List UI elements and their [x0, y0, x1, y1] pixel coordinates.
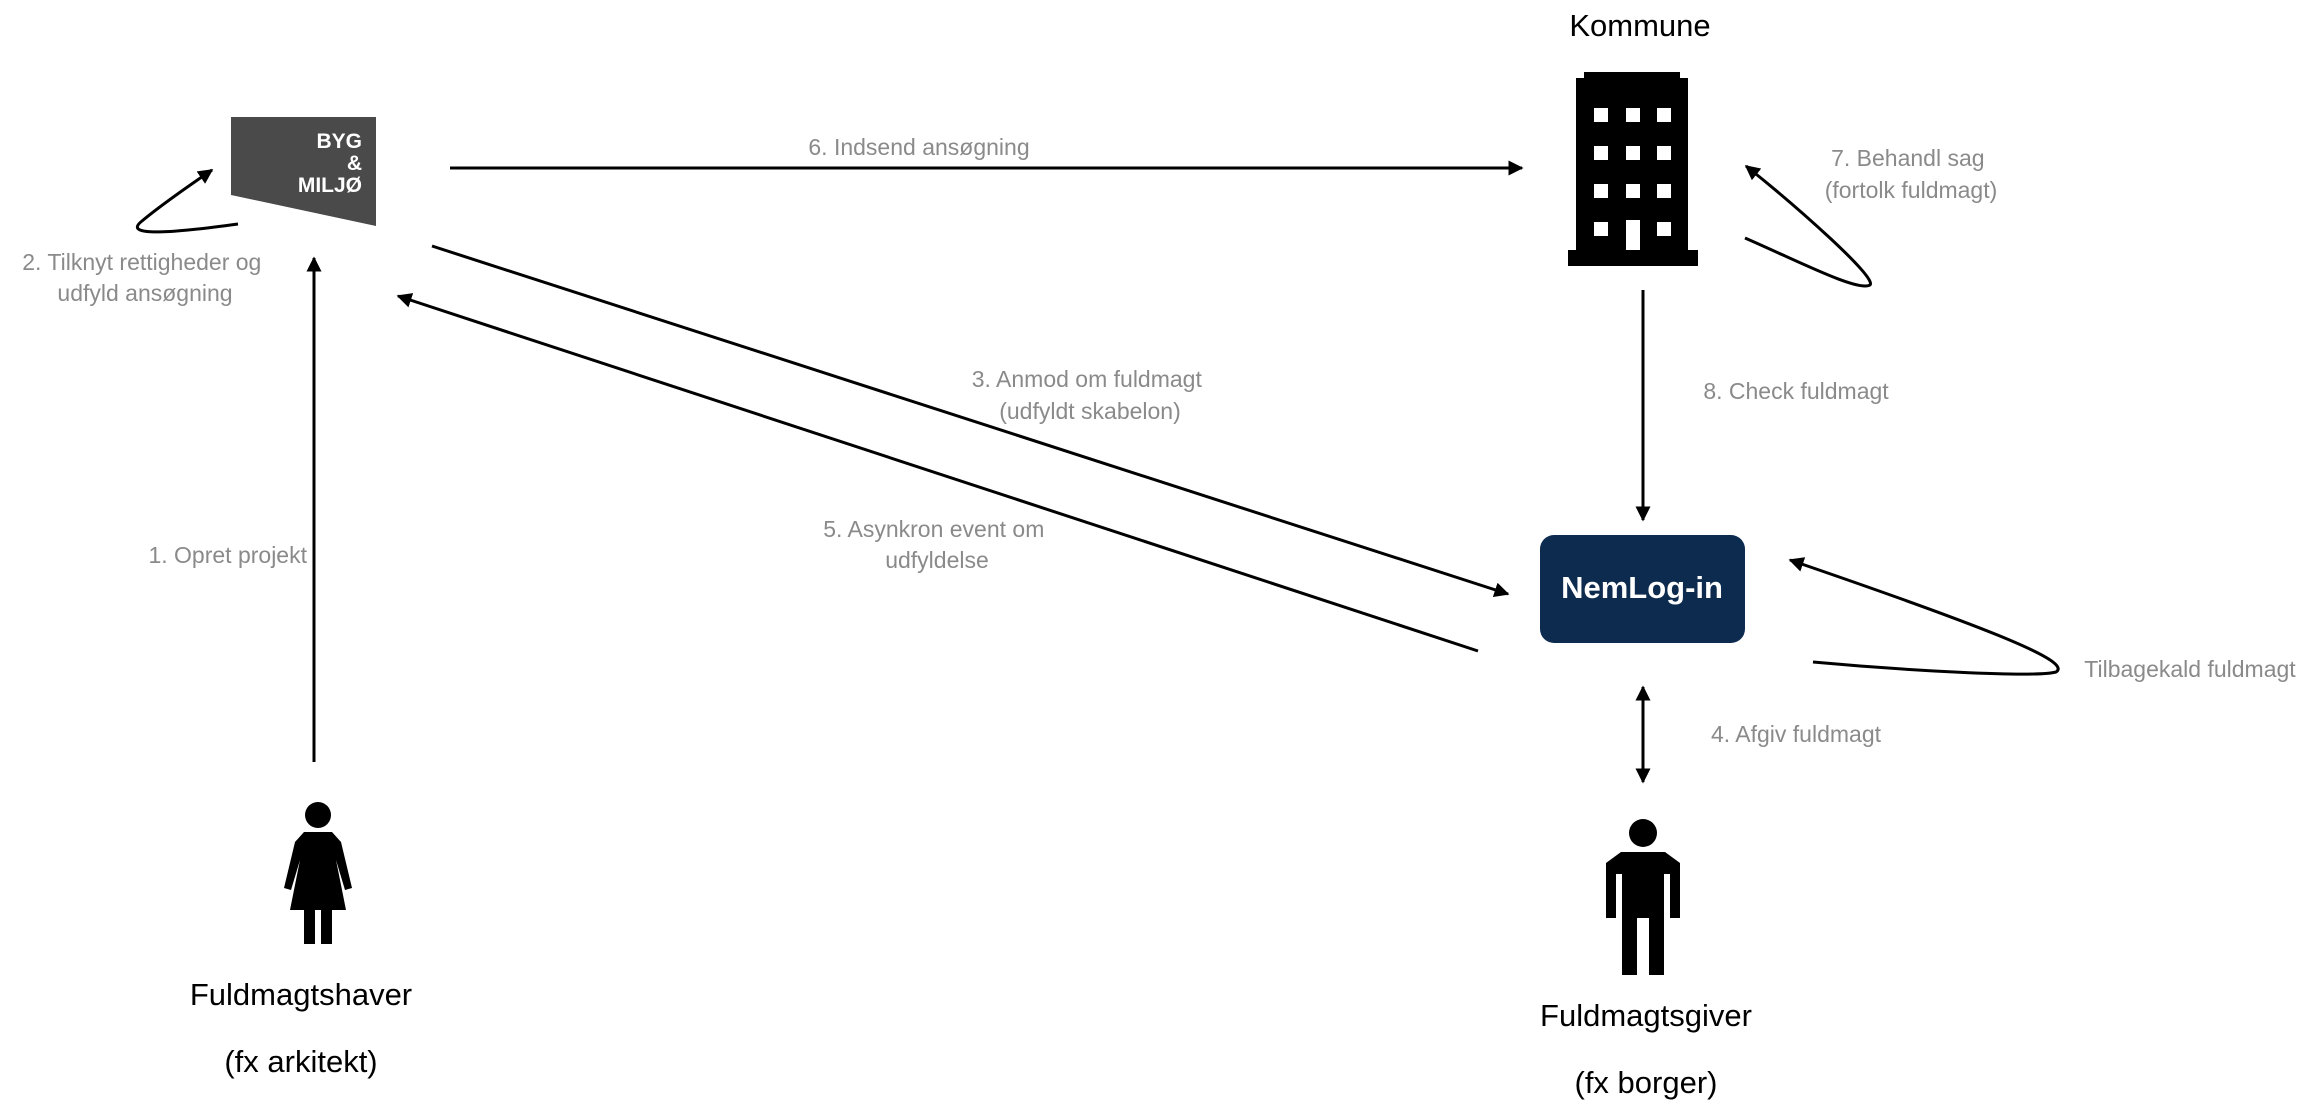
logo-line-3: MILJØ	[298, 174, 362, 197]
step-4-label: 4. Afgiv fuldmagt	[1711, 721, 1882, 747]
edge-7-loop	[1744, 164, 1872, 288]
fuldmagtsgiver-sublabel: (fx borger)	[1575, 1065, 1718, 1100]
kommune-label: Kommune	[1569, 8, 1710, 43]
logo-line-2: &	[347, 152, 362, 175]
byg-miljoe-logo: BYG & MILJØ	[231, 117, 376, 226]
step-2-label: 2. Tilknyt rettigheder og udfyld ansøgni…	[22, 249, 267, 306]
step-5-label: 5. Asynkron event om udfyldelse	[823, 516, 1051, 573]
edge-tilbagekald-loop	[1788, 557, 2060, 676]
edge-2-loop	[135, 168, 239, 234]
person-male-icon	[1606, 819, 1680, 975]
revoke-label: Tilbagekald fuldmagt	[2084, 656, 2296, 682]
step-8-label: 8. Check fuldmagt	[1703, 378, 1889, 404]
edge-3-anmod	[431, 244, 1510, 597]
step-3-label: 3. Anmod om fuldmagt (udfyldt skabelon)	[972, 366, 1209, 424]
logo-line-1: BYG	[316, 130, 362, 153]
step-1-label: 1. Opret projekt	[148, 542, 307, 568]
edge-5-asynkron	[396, 293, 1479, 653]
fuldmagtshaver-sublabel: (fx arkitekt)	[224, 1044, 377, 1079]
building-icon	[1568, 72, 1698, 266]
fuldmagtsgiver-label: Fuldmagtsgiver	[1540, 998, 1752, 1033]
nemlogin-label: NemLog-in	[1561, 570, 1723, 605]
nemlogin-box: NemLog-in	[1540, 535, 1745, 643]
step-7-label: 7. Behandl sag (fortolk fuldmagt)	[1825, 145, 1998, 203]
person-female-icon	[284, 802, 352, 944]
step-6-label: 6. Indsend ansøgning	[808, 134, 1029, 160]
fuldmagtshaver-label: Fuldmagtshaver	[190, 977, 412, 1012]
